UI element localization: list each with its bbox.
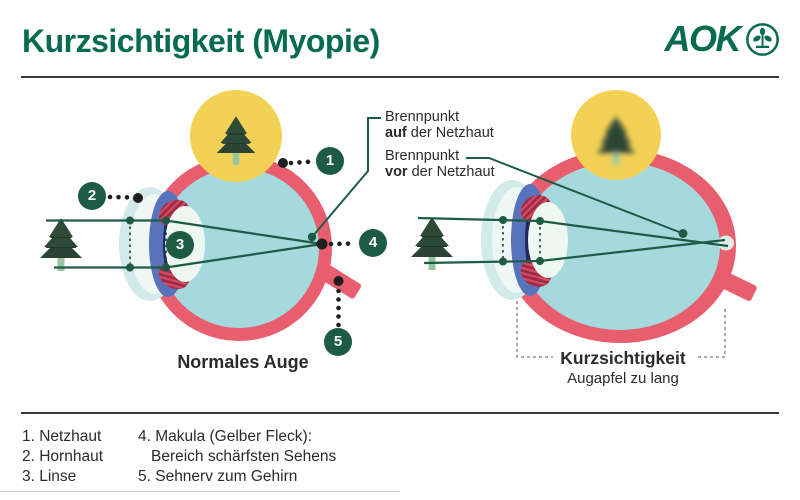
- myopia-caption-sub: Augapfel zu lang: [567, 370, 679, 387]
- badge-linse: 3: [166, 231, 194, 259]
- legend-item-makula-line2: Bereich schärfsten Sehens: [151, 448, 337, 465]
- aok-leaf-emblem-icon: [746, 22, 779, 56]
- legend-item-linse: 3. Linse: [22, 468, 77, 485]
- page-title: Kurzsichtigkeit (Myopie): [22, 23, 380, 59]
- leader-dots: [107, 159, 359, 330]
- focal-point-before-retina: [678, 229, 688, 238]
- ray-nodes-normal: [126, 216, 170, 272]
- badge-hornhaut: 2: [78, 182, 106, 210]
- myopic-eye: [481, 149, 757, 343]
- focal-point-on-retina: [307, 232, 317, 242]
- leader-anchor-dots: [133, 158, 344, 286]
- tree-icon: [40, 218, 82, 271]
- vitreous-body: [159, 168, 319, 328]
- myopia-caption-title: Kurzsichtigkeit: [560, 348, 686, 368]
- lens-myopic: [528, 202, 568, 278]
- focal-label-on-retina: Brennpunkt auf der Netzhaut: [385, 109, 494, 141]
- myopia-caption: Kurzsichtigkeit Augapfel zu lang: [560, 348, 685, 387]
- legend-item-makula-line1: 4. Makula (Gelber Fleck):: [138, 428, 312, 445]
- focal-on-connector: [311, 117, 381, 238]
- refraction-guides-myopic: [502, 220, 541, 262]
- legend-item-sehnerv: 5. Sehnerv zum Gehirn: [138, 468, 298, 485]
- normal-eye-caption: Normales Auge: [177, 352, 309, 372]
- legend-divider: [21, 412, 779, 414]
- myopia-bracket: [516, 301, 726, 358]
- aok-logo: AOK: [665, 20, 781, 58]
- macula-dot: [316, 238, 328, 250]
- focal-before-connector: [466, 157, 684, 235]
- optic-nerve: [306, 256, 362, 299]
- badge-makula: 4: [359, 229, 387, 257]
- legend-item-hornhaut: 2. Hornhaut: [22, 448, 103, 465]
- normal-eye: [119, 155, 362, 341]
- header-divider: [21, 76, 779, 78]
- legend-item-netzhaut: 1. Netzhaut: [22, 428, 102, 445]
- ray-nodes-myopic: [499, 216, 544, 266]
- badge-netzhaut: 1: [316, 147, 344, 175]
- vitreous-body-myopic: [520, 162, 720, 330]
- bottom-edge-line: [0, 491, 400, 492]
- aok-logo-text: AOK: [664, 18, 742, 59]
- focal-label-before-retina: Brennpunkt vor der Netzhaut: [385, 148, 495, 180]
- refraction-guides-normal: [129, 220, 167, 268]
- badge-sehnerv: 5: [324, 328, 352, 356]
- fovea-notch: [718, 235, 734, 251]
